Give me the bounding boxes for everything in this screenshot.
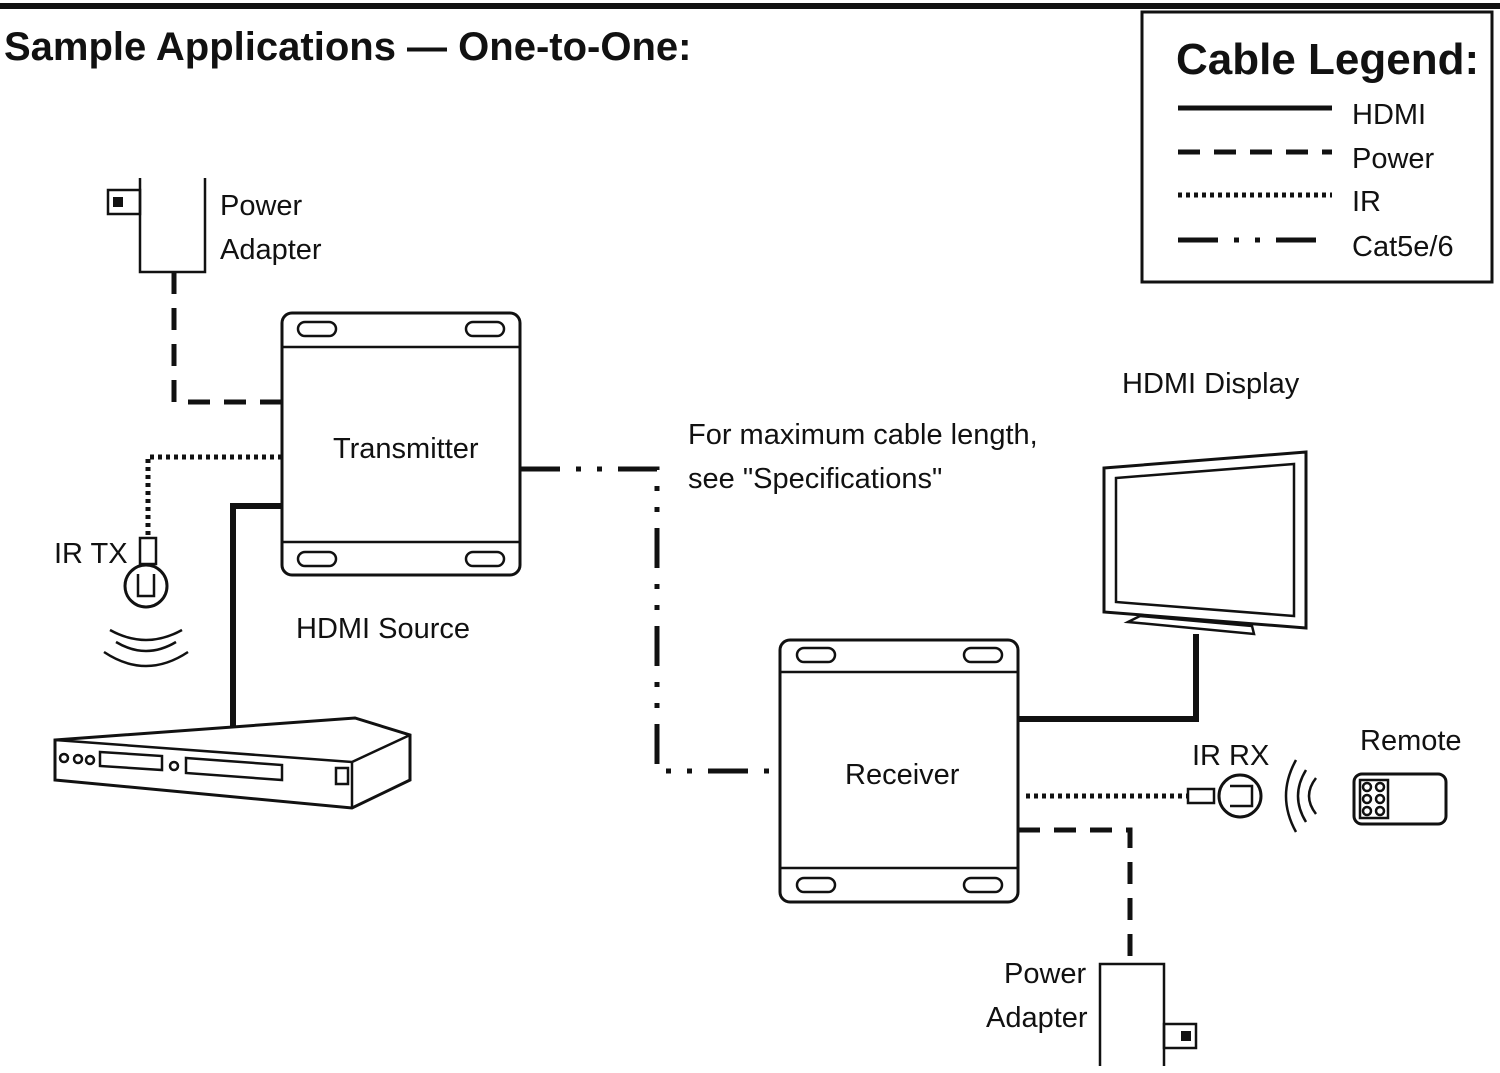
hdmi-source-label: HDMI Source (296, 613, 470, 645)
power-adapter-bottom-label-line2: Adapter (986, 1002, 1088, 1034)
legend-cat-label: Cat5e/6 (1352, 231, 1454, 263)
cable-note-line1: For maximum cable length, (688, 419, 1038, 451)
receiver-icon (778, 638, 1020, 904)
remote-label: Remote (1360, 725, 1462, 757)
ir-tx-label: IR TX (54, 538, 128, 570)
power-adapter-bottom-icon (1098, 962, 1198, 1066)
ir-rx-label: IR RX (1192, 740, 1269, 772)
power-cable-transmitter (171, 272, 282, 405)
hdmi-cable-display (1018, 634, 1199, 722)
cat-cable (520, 466, 780, 774)
legend-hdmi-label: HDMI (1352, 99, 1426, 131)
ir-cable-transmitter (145, 454, 282, 538)
power-adapter-top-label-line2: Adapter (220, 234, 322, 266)
power-adapter-bottom-label-line1: Power (1004, 958, 1087, 990)
page-title: Sample Applications — One-to-One: (4, 25, 691, 69)
hdmi-cable-source (230, 503, 282, 726)
remote-icon (1352, 772, 1448, 826)
transmitter-icon (280, 311, 522, 577)
power-adapter-top-icon (106, 178, 207, 274)
legend-title: Cable Legend: (1176, 35, 1479, 84)
ir-rx-sensor-icon (1186, 759, 1318, 833)
cable-note-line2: see "Specifications" (688, 463, 942, 495)
power-adapter-top-label-line1: Power (220, 190, 303, 222)
hdmi-display-icon (1102, 450, 1308, 636)
legend-power-label: Power (1352, 143, 1435, 175)
cable-legend: Cable Legend: HDMI Power IR Cat5e/6 (1140, 10, 1494, 284)
ir-tx-sensor-icon (103, 536, 189, 668)
power-cable-receiver (1018, 827, 1133, 964)
receiver-label: Receiver (845, 759, 960, 791)
hdmi-source-device-icon (53, 716, 412, 810)
legend-ir-label: IR (1352, 186, 1381, 218)
transmitter-label: Transmitter (333, 433, 479, 465)
hdmi-display-label: HDMI Display (1122, 368, 1300, 400)
